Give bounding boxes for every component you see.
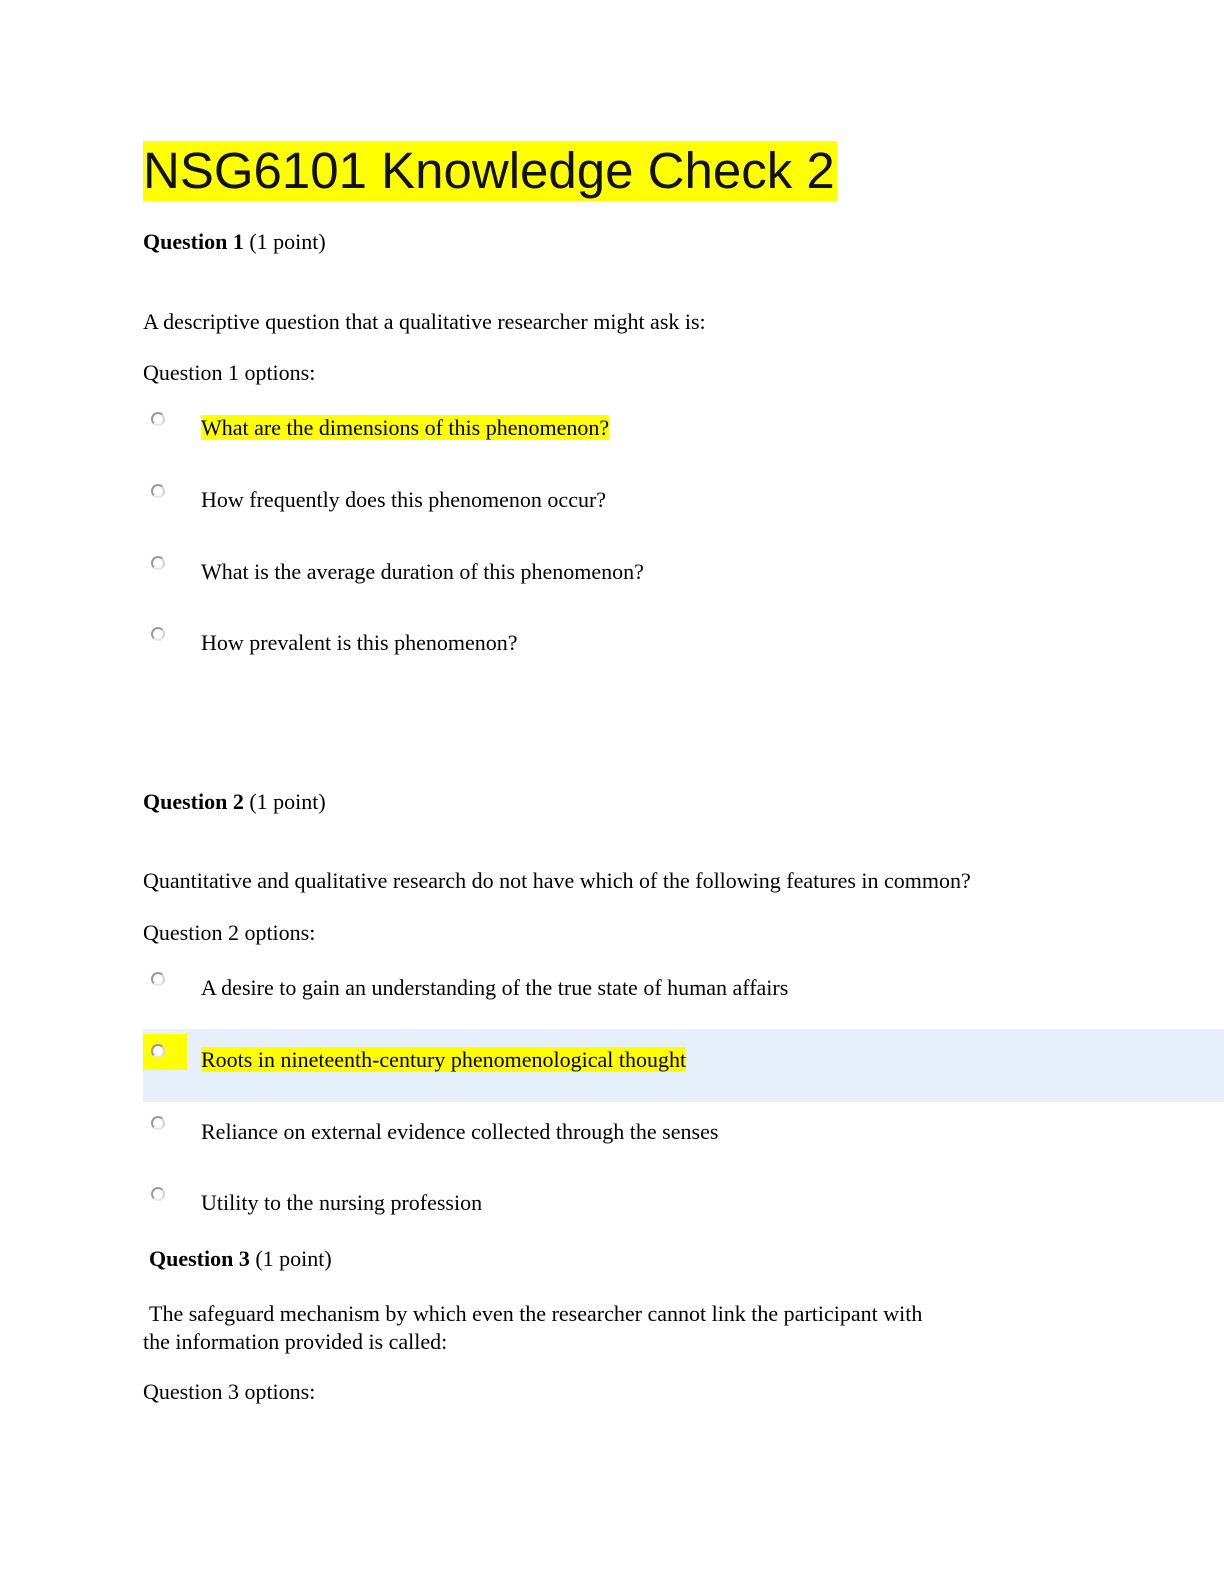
page-title: NSG6101 Knowledge Check 2 bbox=[143, 141, 837, 201]
radio-button-icon[interactable] bbox=[151, 1187, 165, 1201]
question-2-label: Question 2 bbox=[143, 789, 244, 814]
question-1-option-3[interactable]: What is the average duration of this phe… bbox=[201, 559, 644, 584]
question-1-option-1[interactable]: What are the dimensions of this phenomen… bbox=[201, 414, 610, 442]
question-3-points: (1 point) bbox=[255, 1246, 332, 1271]
question-3-prompt-line-2: the information provided is called: bbox=[143, 1329, 448, 1354]
question-1-points: (1 point) bbox=[249, 229, 326, 254]
radio-button-icon[interactable] bbox=[151, 1116, 165, 1130]
question-2-prompt: Quantitative and qualitative research do… bbox=[143, 868, 971, 893]
radio-button-icon[interactable] bbox=[151, 556, 165, 570]
option-text: What are the dimensions of this phenomen… bbox=[201, 415, 610, 440]
radio-button-icon[interactable] bbox=[151, 972, 165, 986]
radio-button-icon[interactable] bbox=[151, 484, 165, 498]
option-text: Roots in nineteenth-century phenomenolog… bbox=[201, 1047, 687, 1072]
question-2-points: (1 point) bbox=[249, 789, 326, 814]
question-2-option-4[interactable]: Utility to the nursing profession bbox=[201, 1190, 483, 1215]
question-1-label: Question 1 bbox=[143, 229, 244, 254]
radio-button-icon[interactable] bbox=[151, 412, 165, 426]
question-3-prompt-line-1: The safeguard mechanism by which even th… bbox=[149, 1301, 923, 1326]
radio-button-icon[interactable] bbox=[151, 627, 165, 641]
question-3-label: Question 3 bbox=[149, 1246, 250, 1271]
radio-button-icon[interactable] bbox=[151, 1044, 165, 1058]
question-1-header: Question 1 (1 point) bbox=[143, 229, 326, 255]
question-2-option-3[interactable]: Reliance on external evidence collected … bbox=[201, 1119, 719, 1144]
question-2-header: Question 2 (1 point) bbox=[143, 789, 326, 815]
question-3-header: Question 3 (1 point) bbox=[149, 1246, 332, 1272]
question-1-options-label: Question 1 options: bbox=[143, 360, 316, 385]
radio-highlight bbox=[143, 1034, 187, 1070]
question-1-prompt: A descriptive question that a qualitativ… bbox=[143, 309, 706, 334]
question-1-option-2[interactable]: How frequently does this phenomenon occu… bbox=[201, 487, 607, 512]
question-2-option-1[interactable]: A desire to gain an understanding of the… bbox=[201, 975, 789, 1000]
question-3-options-label: Question 3 options: bbox=[143, 1379, 316, 1404]
question-2-options-label: Question 2 options: bbox=[143, 920, 316, 945]
question-1-option-4[interactable]: How prevalent is this phenomenon? bbox=[201, 630, 518, 655]
question-2-option-2[interactable]: Roots in nineteenth-century phenomenolog… bbox=[201, 1046, 687, 1074]
